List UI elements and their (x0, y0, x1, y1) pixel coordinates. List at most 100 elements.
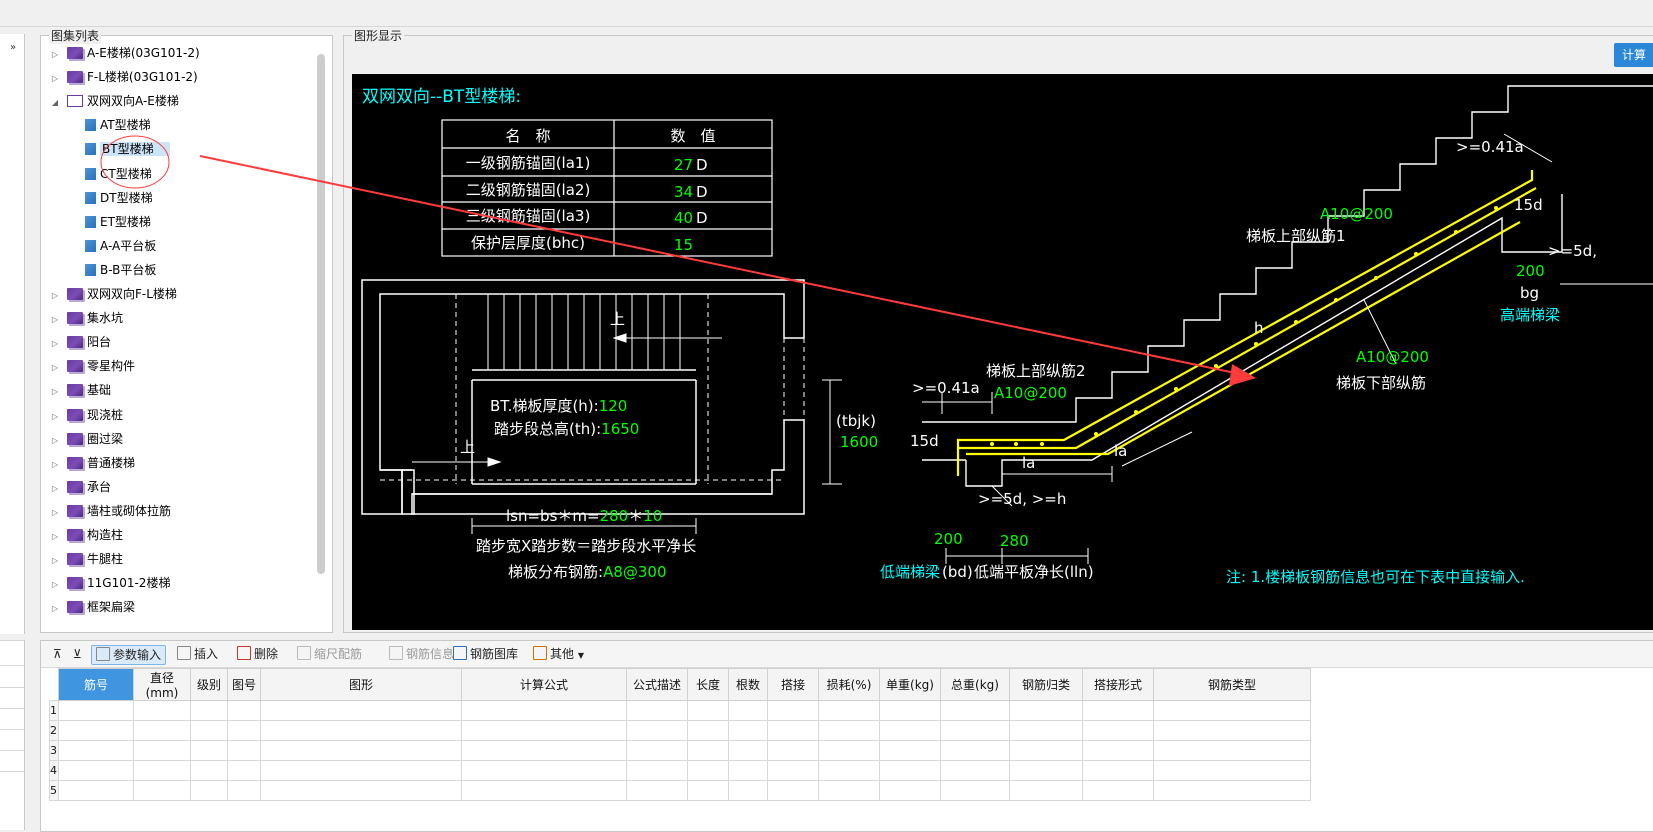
grid-cell[interactable] (818, 720, 880, 741)
low-rebar-spec[interactable]: A10@200 (994, 384, 1067, 402)
collapsed-left-panel[interactable]: » (0, 34, 25, 634)
grid-cell[interactable] (260, 780, 462, 801)
tree-item[interactable]: BT型楼梯 (79, 138, 170, 160)
grid-cell[interactable] (940, 780, 1010, 801)
grid-cell[interactable] (227, 780, 261, 801)
cad-canvas[interactable]: 双网双向--BT型楼梯: 名 称 数 值 一级钢筋锚固(la1) 二级钢筋锚固(… (352, 74, 1653, 630)
grid-cell[interactable] (728, 700, 768, 721)
grid-cell[interactable] (940, 700, 1010, 721)
grid-cell[interactable] (940, 740, 1010, 761)
grid-cell[interactable] (767, 740, 819, 761)
grid-cell[interactable] (626, 720, 688, 741)
grid-cell[interactable] (626, 760, 688, 781)
col-header[interactable]: 搭接 (767, 668, 819, 701)
bottom-rebar-spec[interactable]: A10@200 (1356, 348, 1429, 366)
calculate-button[interactable]: 计算 (1614, 43, 1653, 67)
grid-cell[interactable] (1009, 740, 1083, 761)
grid-cell[interactable] (190, 760, 228, 781)
grid-cell[interactable] (687, 780, 729, 801)
grid-cell[interactable] (1153, 720, 1311, 741)
grid-cell[interactable] (227, 760, 261, 781)
grid-cell[interactable] (1153, 700, 1311, 721)
grid-cell[interactable] (260, 760, 462, 781)
expand-arrow-icon[interactable]: ▷ (51, 339, 59, 349)
grid-cell[interactable] (767, 780, 819, 801)
grid-cell[interactable] (260, 720, 462, 741)
move-up-icon[interactable]: ⊼ (53, 647, 62, 661)
grid-cell[interactable] (227, 700, 261, 721)
col-header[interactable]: 公式描述 (626, 668, 688, 701)
grid-cell[interactable] (260, 700, 462, 721)
table-row[interactable]: 3 (49, 740, 1311, 761)
tree-item[interactable]: ▷墙柱或砌体拉筋 (49, 500, 171, 522)
grid-cell[interactable] (133, 720, 191, 741)
grid-cell[interactable] (58, 700, 134, 721)
tree-item[interactable]: ET型楼梯 (79, 211, 151, 233)
delete-button[interactable]: 删除 (237, 645, 278, 663)
tree-item[interactable]: ▷集水坑 (49, 307, 123, 329)
grid-cell[interactable] (687, 760, 729, 781)
col-header[interactable]: 搭接形式 (1082, 668, 1154, 701)
tree-item[interactable]: ▷零星构件 (49, 355, 135, 377)
grid-cell[interactable] (767, 700, 819, 721)
grid-cell[interactable] (626, 700, 688, 721)
grid-cell[interactable] (190, 720, 228, 741)
expand-arrow-icon[interactable]: ▷ (51, 363, 59, 373)
grid-cell[interactable] (940, 760, 1010, 781)
expand-panel-icon[interactable]: » (10, 42, 17, 53)
expand-arrow-icon[interactable]: ▷ (51, 74, 59, 84)
col-header[interactable]: 单重(kg) (879, 668, 941, 701)
grid-cell[interactable] (133, 740, 191, 761)
grid-cell[interactable] (818, 700, 880, 721)
col-header[interactable]: 筋号 (58, 668, 134, 701)
grid-cell[interactable] (879, 720, 941, 741)
grid-cell[interactable] (818, 760, 880, 781)
table-row[interactable]: 4 (49, 760, 1311, 781)
grid-cell[interactable] (1009, 780, 1083, 801)
col-header[interactable]: 根数 (728, 668, 768, 701)
rebar-library-button[interactable]: 钢筋图库 (453, 645, 518, 663)
col-header[interactable]: 级别 (190, 668, 228, 701)
grid-cell[interactable] (227, 740, 261, 761)
grid-cell[interactable] (190, 780, 228, 801)
expand-arrow-icon[interactable]: ▷ (51, 532, 59, 541)
grid-cell[interactable] (687, 720, 729, 741)
col-header[interactable]: 直径(mm) (133, 668, 191, 701)
grid-cell[interactable] (1082, 720, 1154, 741)
grid-cell[interactable] (461, 740, 627, 761)
high-beam-width[interactable]: 200 (1516, 262, 1545, 280)
tree-item[interactable]: ▷圈过梁 (49, 428, 123, 450)
table-row-value[interactable]: 40 (674, 209, 693, 227)
expand-arrow-icon[interactable]: ▷ (51, 387, 59, 397)
expand-arrow-icon[interactable]: ▷ (51, 556, 59, 566)
grid-cell[interactable] (687, 700, 729, 721)
col-header[interactable]: 钢筋归类 (1009, 668, 1083, 701)
expand-arrow-icon[interactable]: ▷ (51, 459, 59, 469)
col-header[interactable]: 长度 (687, 668, 729, 701)
col-header[interactable]: 图号 (227, 668, 261, 701)
expand-arrow-icon[interactable]: ▷ (51, 315, 59, 325)
tree-item[interactable]: ▷11G101-2楼梯 (49, 572, 171, 594)
tree-item[interactable]: DT型楼梯 (79, 187, 153, 209)
tree-item[interactable]: ▷普通楼梯 (49, 452, 135, 474)
other-menu-button[interactable]: 其他 ▼ (533, 645, 584, 663)
grid-cell[interactable] (461, 720, 627, 741)
tree-item[interactable]: ▷现浇桩 (49, 404, 123, 426)
grid-cell[interactable] (58, 780, 134, 801)
tree-item[interactable]: CT型楼梯 (79, 163, 152, 185)
grid-cell[interactable] (728, 760, 768, 781)
expand-arrow-icon[interactable]: ▷ (51, 435, 59, 445)
grid-cell[interactable] (1153, 740, 1311, 761)
grid-cell[interactable] (461, 780, 627, 801)
lsn-bs-value[interactable]: 280 (600, 507, 629, 525)
tree-scrollbar[interactable] (317, 54, 325, 614)
grid-cell[interactable] (58, 740, 134, 761)
grid-cell[interactable] (1153, 780, 1311, 801)
grid-cell[interactable] (767, 720, 819, 741)
table-row[interactable]: 5 (49, 780, 1311, 801)
tree-item[interactable]: ▷基础 (49, 379, 111, 401)
expand-arrow-icon[interactable]: ▷ (51, 291, 59, 300)
tree-item[interactable]: ▷双网双向F-L楼梯 (49, 283, 177, 305)
grid-cell[interactable] (879, 700, 941, 721)
grid-cell[interactable] (818, 780, 880, 801)
